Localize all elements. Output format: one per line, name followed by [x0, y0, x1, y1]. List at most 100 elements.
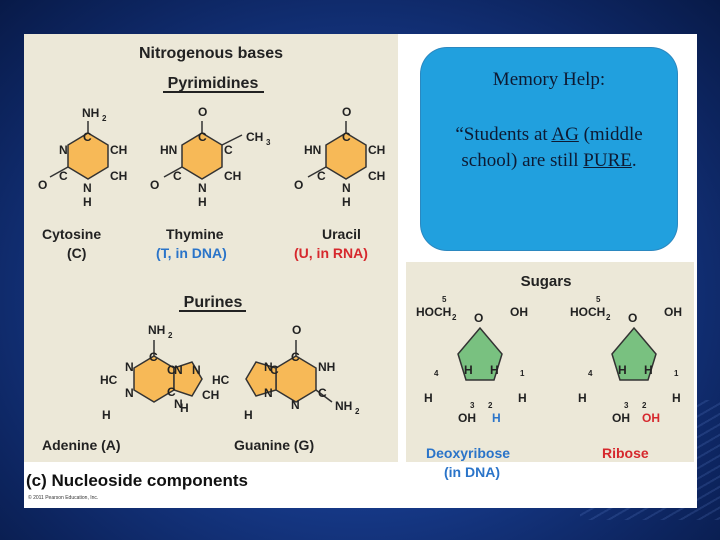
svg-text:2: 2 — [488, 401, 493, 410]
memory-text-middle: (middle school) are still — [461, 124, 643, 171]
svg-text:NH: NH — [148, 323, 165, 337]
svg-text:C: C — [83, 130, 92, 144]
svg-text:HC: HC — [212, 373, 230, 387]
svg-text:C: C — [198, 130, 207, 144]
svg-text:C: C — [224, 143, 233, 157]
svg-text:O: O — [292, 323, 301, 337]
svg-text:C: C — [149, 350, 158, 364]
svg-text:OH: OH — [642, 411, 660, 425]
ribose-label: Ribose — [602, 445, 649, 461]
svg-text:N: N — [125, 360, 134, 374]
svg-text:OH: OH — [664, 305, 682, 319]
svg-text:H: H — [102, 408, 111, 422]
svg-text:N: N — [198, 181, 207, 195]
svg-text:H: H — [618, 363, 627, 377]
svg-text:C: C — [270, 363, 279, 377]
svg-text:O: O — [38, 178, 47, 192]
svg-text:H: H — [518, 391, 527, 405]
memory-help-title: Memory Help: — [492, 69, 606, 90]
svg-text:H: H — [244, 408, 253, 422]
bases-title: Nitrogenous bases — [139, 45, 283, 62]
svg-text:O: O — [342, 105, 351, 119]
svg-text:C: C — [318, 386, 327, 400]
uracil-label: Uracil — [322, 226, 361, 242]
svg-text:CH: CH — [224, 169, 241, 183]
svg-text:N: N — [174, 397, 183, 411]
thymine-sub: (T, in DNA) — [156, 245, 227, 261]
thymine-label: Thymine — [166, 226, 224, 242]
memory-text-start: “Students at — [455, 124, 552, 145]
svg-text:H: H — [424, 391, 433, 405]
svg-text:HN: HN — [160, 143, 177, 157]
svg-text:C: C — [167, 363, 176, 377]
svg-text:2: 2 — [102, 114, 107, 123]
svg-text:H: H — [464, 363, 473, 377]
svg-text:HOCH: HOCH — [570, 305, 605, 319]
figure-caption: (c) Nucleoside components — [26, 471, 248, 490]
svg-text:HN: HN — [304, 143, 321, 157]
svg-text:O: O — [150, 178, 159, 192]
svg-text:H: H — [672, 391, 681, 405]
svg-text:2: 2 — [452, 313, 457, 322]
svg-text:OH: OH — [612, 411, 630, 425]
purines-title: Purines — [184, 294, 243, 311]
svg-text:N: N — [125, 386, 134, 400]
svg-text:3: 3 — [624, 401, 629, 410]
svg-text:H: H — [578, 391, 587, 405]
svg-text:CH: CH — [368, 143, 385, 157]
svg-text:CH: CH — [368, 169, 385, 183]
svg-text:CH: CH — [110, 169, 127, 183]
svg-text:OH: OH — [510, 305, 528, 319]
svg-text:5: 5 — [596, 295, 601, 304]
svg-text:O: O — [198, 105, 207, 119]
svg-text:N: N — [174, 363, 183, 377]
svg-text:2: 2 — [642, 401, 647, 410]
svg-text:N: N — [291, 398, 300, 412]
svg-text:CH: CH — [202, 388, 219, 402]
pyrimidines-title: Pyrimidines — [168, 75, 259, 92]
svg-text:2: 2 — [355, 407, 360, 416]
svg-text:2: 2 — [606, 313, 611, 322]
svg-text:H: H — [644, 363, 653, 377]
svg-text:5: 5 — [442, 295, 447, 304]
svg-text:O: O — [294, 178, 303, 192]
svg-text:CH: CH — [110, 143, 127, 157]
svg-text:H: H — [492, 411, 501, 425]
svg-text:H: H — [180, 401, 189, 415]
deoxyribose-sub: (in DNA) — [444, 464, 500, 480]
svg-text:HOCH: HOCH — [416, 305, 451, 319]
svg-text:4: 4 — [588, 369, 593, 378]
svg-text:CH: CH — [246, 130, 263, 144]
svg-text:N: N — [342, 181, 351, 195]
svg-text:N: N — [264, 360, 273, 374]
copyright-notice: © 2011 Pearson Education, Inc. — [28, 495, 99, 501]
deoxyribose-label: Deoxyribose — [426, 445, 510, 461]
memory-help-text: “Students at AG (middle school) are stil… — [435, 122, 663, 174]
svg-text:C: C — [317, 169, 326, 183]
memory-text-end: . — [631, 150, 637, 171]
sugars-title: Sugars — [521, 273, 572, 290]
svg-text:OH: OH — [458, 411, 476, 425]
svg-text:1: 1 — [520, 369, 525, 378]
memory-help-callout: Memory Help: “Students at AG (middle sch… — [421, 48, 677, 250]
svg-text:C: C — [173, 169, 182, 183]
memory-ag: AG — [551, 124, 579, 145]
svg-text:C: C — [291, 350, 300, 364]
svg-text:H: H — [490, 363, 499, 377]
svg-text:4: 4 — [434, 369, 439, 378]
svg-text:N: N — [192, 363, 201, 377]
uracil-sub: (U, in RNA) — [294, 245, 368, 261]
svg-text:C: C — [167, 385, 176, 399]
svg-text:HC: HC — [100, 373, 118, 387]
svg-text:3: 3 — [470, 401, 475, 410]
